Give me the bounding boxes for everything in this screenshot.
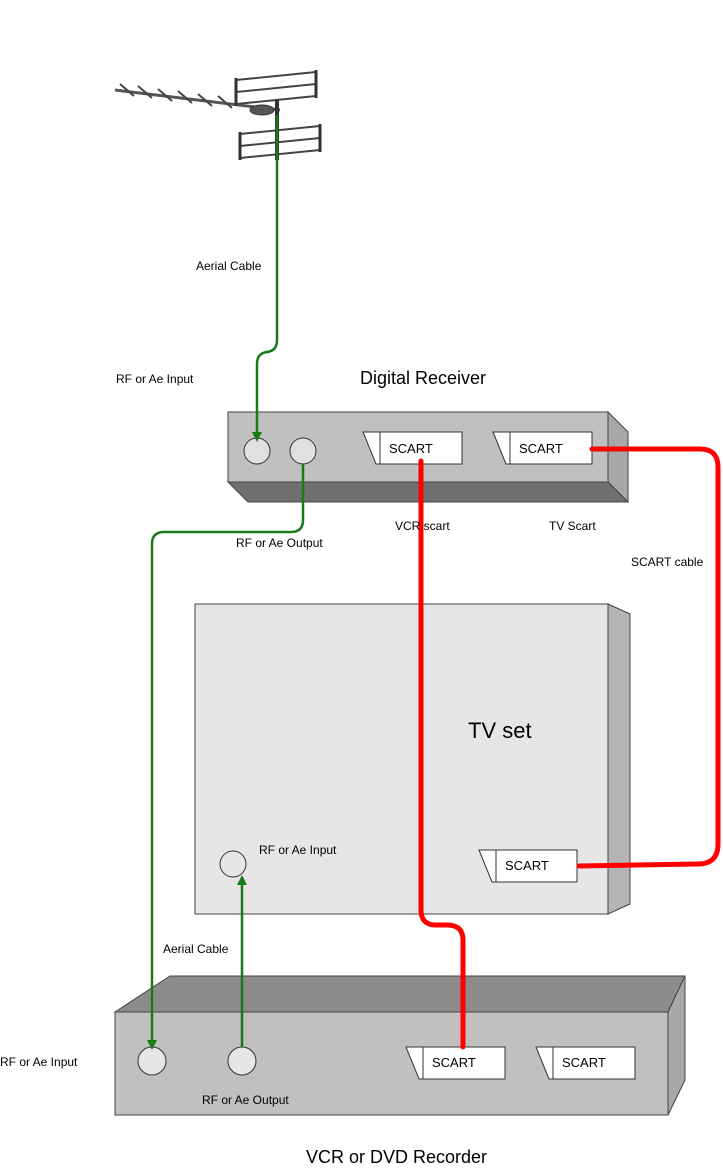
vcr-recorder-title: VCR or DVD Recorder [306,1147,487,1167]
rf-output-port [289,437,317,465]
tv-rf-input-label: RF or Ae Input [259,843,337,857]
aerial-cable-bottom-label: Aerial Cable [163,942,229,956]
scart-port-tv-set: SCART [478,849,578,883]
tv-set-box: SCART [194,603,631,915]
scart-port-vcr-right: SCART [535,1046,636,1080]
scart-cables [418,446,721,1050]
aerial-cables [147,115,305,1050]
rf-input-port [243,437,271,465]
antenna-icon [114,70,322,160]
vcr-rf-output-label: RF or Ae Output [202,1093,289,1107]
scart-port-vcr-left: SCART [405,1046,506,1080]
tv-rf-input-port [219,850,247,878]
scart-label: SCART [519,441,563,456]
tv-set-title: TV set [468,718,532,743]
rf-input-label: RF or Ae Input [116,372,194,386]
vcr-scart-label: VCR scart [395,519,450,533]
scart-port-tv: SCART [492,431,593,465]
scart-port-vcr: SCART [362,431,463,465]
vcr-rf-output-port [227,1046,257,1076]
aerial-cable-label: Aerial Cable [196,259,262,273]
scart-label: SCART [562,1055,606,1070]
scart-cable-label: SCART cable [631,555,704,569]
tv-scart-label: TV Scart [549,519,596,533]
digital-receiver-box: SCART SCART [226,410,630,504]
rf-output-label: RF or Ae Output [236,536,323,550]
scart-label: SCART [389,441,433,456]
digital-receiver-title: Digital Receiver [360,368,486,388]
scart-label: SCART [505,858,549,873]
vcr-rf-input-label: RF or Ae Input [0,1055,78,1069]
vcr-recorder-box: SCART SCART [113,975,686,1116]
scart-label: SCART [432,1055,476,1070]
vcr-rf-input-port [137,1046,167,1076]
